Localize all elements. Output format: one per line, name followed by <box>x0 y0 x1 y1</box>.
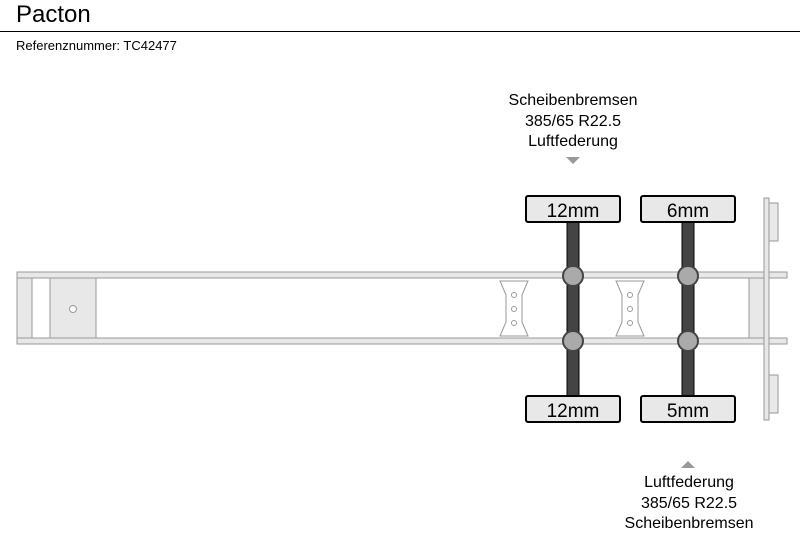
reference-number: Referenznummer: TC42477 <box>16 38 177 53</box>
axle-1-arrow-down-icon <box>566 157 580 164</box>
bracket-1-bolt <box>511 292 517 298</box>
axle-1-tyre-top <box>525 195 621 223</box>
axle-2-label-bottom: Luftfederung 385/65 R22.5 Scheibenbremse… <box>599 473 779 535</box>
axle-1-tyre-bottom-tread: 12mm <box>547 401 600 422</box>
rear-crossmember <box>748 277 767 339</box>
axle-2-brake-label: Scheibenbremsen <box>624 515 754 532</box>
rear-light-left <box>768 202 779 242</box>
rear-bumper-bar <box>763 197 770 421</box>
axle-1-tyre-top-tread: 12mm <box>547 201 600 222</box>
axle-1-tyre-bottom <box>525 395 621 423</box>
axle-2-hub-top <box>677 265 699 287</box>
axle-2-tyre-bottom <box>640 395 736 423</box>
title-divider <box>0 31 800 32</box>
axle-2-tyre-top-tread: 6mm <box>667 201 709 222</box>
axle-2-arrow-up-icon <box>681 461 695 468</box>
axle-1-hub-bottom <box>562 330 584 352</box>
axle-2-tyre-bottom-tread: 5mm <box>667 401 709 422</box>
axle-1-bar <box>566 219 580 399</box>
chassis-frame <box>16 271 788 345</box>
front-crossmember <box>16 277 33 339</box>
bracket-1-bolt <box>511 306 517 312</box>
axle-2-bar <box>681 219 695 399</box>
bracket-2-bolt <box>627 306 633 312</box>
bracket-1-bolt <box>511 320 517 326</box>
page-title: Pacton <box>16 1 91 28</box>
axle-2-suspension-label: Luftfederung <box>644 474 734 491</box>
axle-1-label-top: Scheibenbremsen 385/65 R22.5 Luftfederun… <box>483 91 663 153</box>
axle-1-hub-top <box>562 265 584 287</box>
chassis-rail-bottom <box>16 337 788 345</box>
rear-light-right <box>768 374 779 414</box>
kingpin <box>69 305 77 313</box>
axle-1-brake-label: Scheibenbremsen <box>508 92 638 109</box>
suspension-brackets <box>499 280 645 337</box>
axle-2: 6mm 5mm <box>640 195 736 468</box>
axle-1-tyre-size-label: 385/65 R22.5 <box>524 112 622 130</box>
rear-bumper <box>763 197 779 421</box>
axle-2-tyre-top <box>640 195 736 223</box>
axle-2-hub-bottom <box>677 330 699 352</box>
axle-1-suspension-label: Luftfederung <box>528 133 618 150</box>
bracket-2-bolt <box>627 320 633 326</box>
axle-1: 12mm 12mm <box>525 157 621 423</box>
axle-2-tyre-size-label: 385/65 R22.5 <box>640 494 738 512</box>
bracket-2-bolt <box>627 292 633 298</box>
chassis-rail-top <box>16 271 788 279</box>
